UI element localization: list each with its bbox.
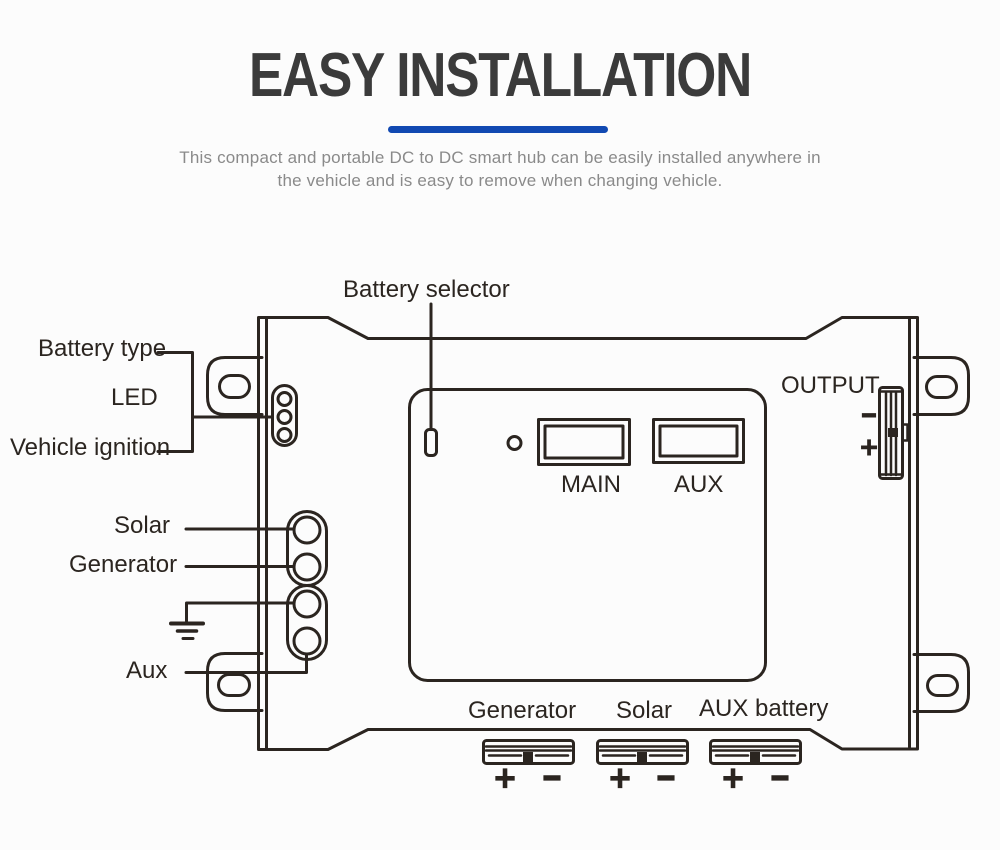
solar-plus-mark: + — [607, 760, 633, 795]
led-indicator-group — [271, 384, 298, 447]
aux-battery-connector — [709, 739, 802, 765]
mounting-tab-bottom-left — [206, 652, 264, 712]
label-aux-display: AUX — [674, 471, 724, 498]
mounting-slot-bottom-left — [217, 673, 251, 697]
subtitle-line-2: the vehicle and is easy to remove when c… — [277, 171, 723, 190]
mounting-tab-top-right — [912, 356, 970, 416]
output-terminal — [878, 386, 909, 480]
mounting-slot-top-right — [925, 375, 958, 399]
aux-battery-minus-mark: - — [769, 759, 792, 794]
mounting-tab-top-left — [206, 356, 264, 416]
generator-connector — [482, 739, 575, 765]
main-voltage-display — [537, 418, 631, 466]
label-generator-input: Generator — [468, 697, 577, 724]
label-bracket — [156, 351, 274, 453]
generator-terminal — [292, 552, 322, 582]
label-led: LED — [111, 384, 158, 411]
mounting-tab-bottom-right — [912, 653, 970, 713]
label-solar-input: Solar — [616, 697, 673, 724]
label-aux-battery-input: AUX battery — [699, 695, 829, 722]
battery-selector-switch — [424, 428, 438, 457]
aux-leader-line — [184, 653, 308, 674]
panel-status-circle — [506, 435, 523, 451]
generator-minus-mark: - — [541, 759, 564, 794]
input-terminal-group — [286, 510, 328, 661]
aux-battery-plus-mark: + — [720, 760, 746, 795]
generator-plus-mark: + — [492, 760, 518, 795]
label-generator: Generator — [69, 551, 178, 578]
ground-leader-line — [185, 601, 296, 623]
label-battery-type: Battery type — [38, 335, 167, 362]
output-plus-mark: + — [858, 433, 880, 461]
ground-symbol — [169, 621, 205, 640]
subtitle: This compact and portable DC to DC smart… — [0, 146, 1000, 192]
label-solar: Solar — [114, 512, 171, 539]
mounting-slot-top-left — [218, 374, 251, 399]
aux-voltage-display — [652, 418, 745, 464]
page-title: EASY INSTALLATION — [248, 41, 752, 110]
label-vehicle-ignition: Vehicle ignition — [10, 434, 171, 461]
label-main-display: MAIN — [561, 471, 621, 498]
mounting-slot-bottom-right — [926, 674, 959, 697]
solar-minus-mark: - — [655, 759, 678, 794]
device-body-outline — [257, 316, 919, 751]
ground-terminal — [292, 589, 322, 619]
front-panel — [408, 388, 767, 682]
title-divider — [388, 126, 608, 133]
solar-connector — [596, 739, 689, 765]
subtitle-line-1: This compact and portable DC to DC smart… — [179, 148, 821, 167]
label-output: OUTPUT — [781, 372, 880, 399]
label-battery-selector: Battery selector — [343, 276, 510, 303]
output-minus-mark: - — [860, 400, 879, 428]
solar-terminal — [292, 515, 322, 545]
label-aux: Aux — [126, 657, 168, 684]
aux-terminal — [292, 626, 322, 656]
